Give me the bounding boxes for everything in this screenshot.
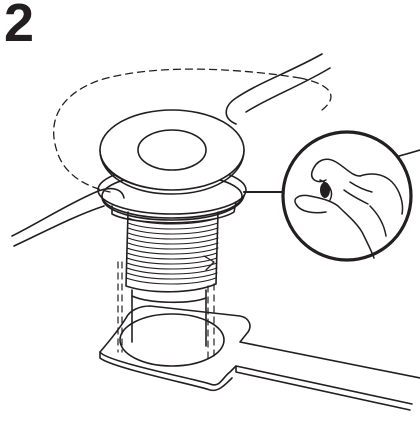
- hand-pinch-icon: [295, 159, 403, 258]
- drain-thread-body: [126, 212, 218, 292]
- magnified-inset: [283, 132, 411, 260]
- drain-cap: [100, 110, 244, 194]
- step-number: 2: [4, 0, 35, 53]
- drain-tube: [132, 290, 206, 346]
- basin-dashed-outline: [54, 69, 331, 192]
- drain-tube-hidden-lines: [118, 262, 214, 360]
- mounting-plate: [100, 306, 420, 410]
